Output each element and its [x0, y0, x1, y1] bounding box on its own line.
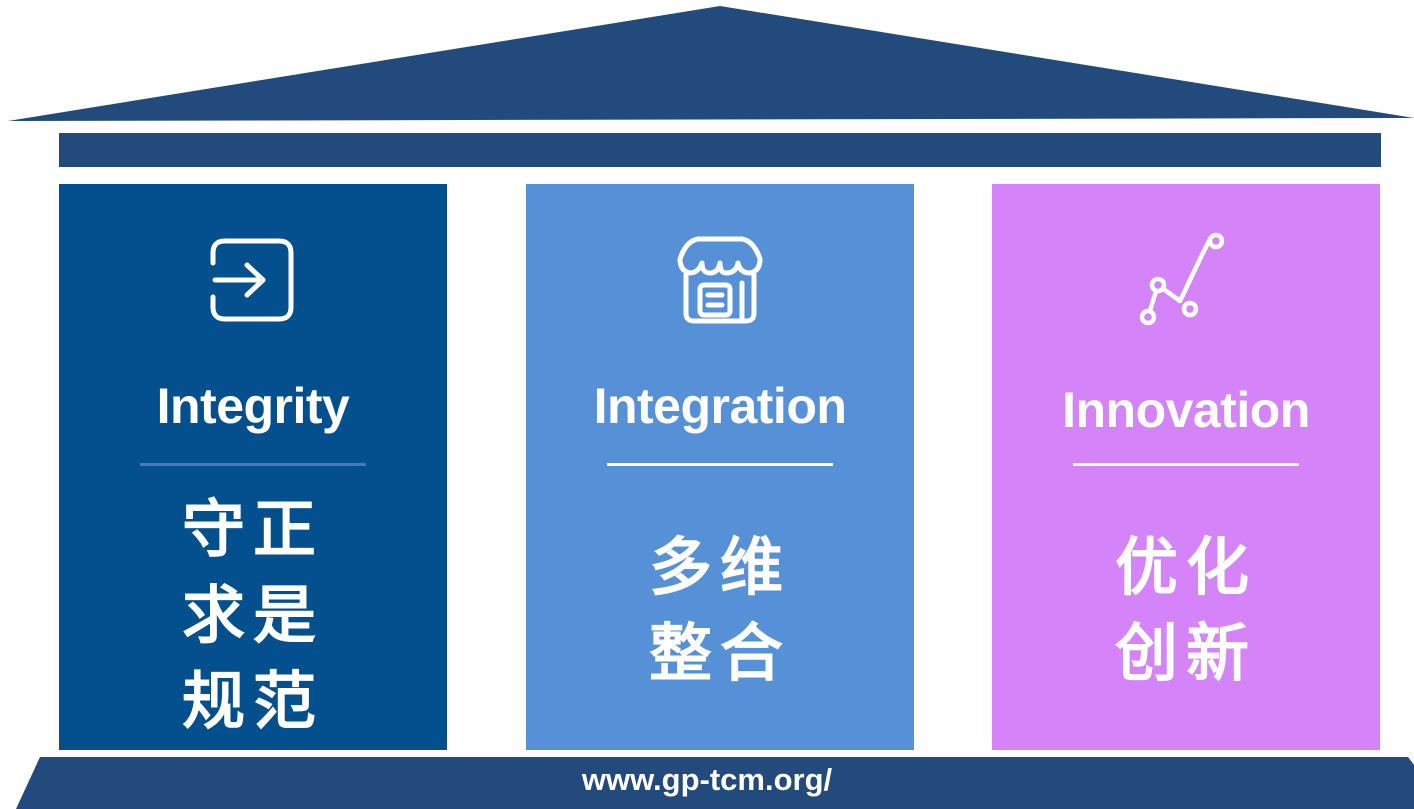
chinese-line: 求是 — [182, 579, 324, 652]
pillar-title: Innovation — [1062, 382, 1310, 438]
chinese-line: 整合 — [649, 617, 791, 690]
roof-triangle — [8, 6, 1414, 121]
chinese-line: 多维 — [649, 531, 791, 604]
pillar-chinese-text: 守正 求是 规范 — [59, 487, 447, 745]
pillar-chinese-text: 优化 创新 — [992, 525, 1380, 697]
pillar-title: Integration — [593, 378, 847, 434]
roof — [0, 0, 1414, 125]
beam — [59, 133, 1381, 167]
pillar-integrity: Integrity 守正 求是 规范 — [59, 184, 447, 750]
pillar-chinese-text: 多维 整合 — [526, 525, 914, 697]
pillar-title: Integrity — [156, 378, 350, 434]
pillar-integration: Integration 多维 整合 — [526, 184, 914, 750]
chinese-line: 创新 — [1115, 617, 1257, 690]
chinese-line: 守正 — [182, 493, 324, 566]
chinese-line: 优化 — [1115, 531, 1257, 604]
storefront-icon — [668, 229, 772, 333]
divider — [1073, 463, 1299, 466]
website-link[interactable]: www.gp-tcm.org/ — [581, 762, 833, 797]
chinese-line: 规范 — [182, 665, 324, 738]
trend-line-icon — [1134, 229, 1238, 333]
pillar-innovation: Innovation 优化 创新 — [992, 184, 1380, 750]
sign-in-icon — [201, 229, 305, 333]
base-shape — [16, 757, 1414, 809]
divider — [140, 463, 366, 466]
base: www.gp-tcm.org/ — [0, 757, 1414, 809]
divider — [607, 463, 833, 466]
